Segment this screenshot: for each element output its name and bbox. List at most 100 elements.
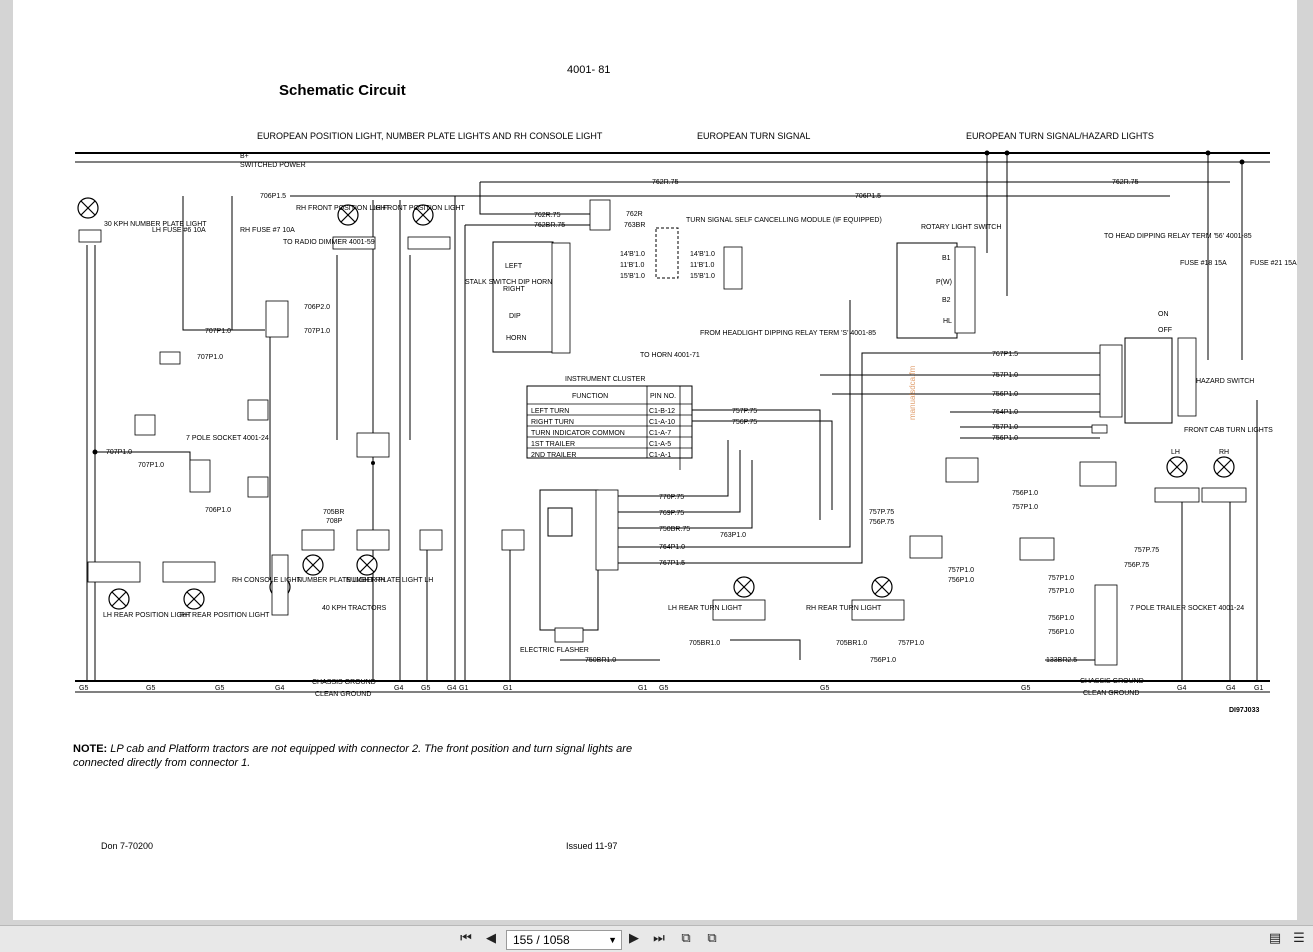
wire-label-756p-kl: 756P1.0 xyxy=(1012,490,1038,497)
single-page-view-icon[interactable]: ▤ xyxy=(1268,931,1282,946)
label-switch-horn: HORN xyxy=(506,335,527,342)
label-rh-rear-turn: RH REAR TURN LIGHT xyxy=(806,605,882,612)
copy-page-icon[interactable]: ⧉ xyxy=(681,931,691,946)
clean-ground-label: CLEAN GROUND xyxy=(315,691,371,698)
label-30kph: 30 KPH NUMBER PLATE LIGHT xyxy=(104,221,207,228)
lamp-lh-front-position xyxy=(412,204,434,226)
wire-label-764p: 764P1.0 xyxy=(659,544,685,551)
lamp-front-cab-rh xyxy=(1213,456,1235,478)
wire-label-757p-front: 757P1.0 xyxy=(992,424,1018,431)
connector-console xyxy=(271,554,289,616)
wire-label-757p-kl: 757P1.0 xyxy=(1012,504,1038,511)
ground-g1-d: G1 xyxy=(1254,685,1263,692)
wire-764p xyxy=(617,300,851,548)
connector-12-32 xyxy=(501,529,525,551)
connector-trailer-socket xyxy=(1094,584,1118,666)
lamp-lh-rear-turn xyxy=(733,576,755,598)
connector-lh-rear-turn xyxy=(712,599,766,621)
watermark: manualsdca.fm xyxy=(908,365,917,420)
ground-g4-e: G4 xyxy=(1226,685,1235,692)
table-row-1st-trailer-pin: C1-A-5 xyxy=(649,441,671,448)
connector-jh xyxy=(945,457,979,483)
paste-page-icon[interactable]: ⧉ xyxy=(707,931,717,946)
connector-c2 xyxy=(419,529,443,551)
label-lh-front-position: LH FRONT POSITION LIGHT xyxy=(372,205,466,212)
switched-power-label: SWITCHED POWER xyxy=(240,162,306,169)
connector-rotary xyxy=(954,246,976,334)
first-page-icon[interactable]: ⏮ xyxy=(460,931,472,946)
label-7pole-socket: 7 POLE SOCKET 4001-24 xyxy=(186,435,269,442)
wire-label-133br: 133BR2.5 xyxy=(1046,657,1077,664)
label-lh-rear-turn: LH REAR TURN LIGHT xyxy=(668,605,743,612)
label-rh-front-position: RH FRONT POSITION LIGHT xyxy=(296,205,391,212)
label-stalk-switch: STALK SWITCH DIP HORN xyxy=(465,279,552,286)
flasher-triangle-box xyxy=(547,507,573,537)
label-fuse-18: FUSE #18 15A xyxy=(1180,260,1227,267)
connector-lh-front xyxy=(407,236,451,250)
connector-c26 xyxy=(247,399,269,421)
table-row-right-turn: RIGHT TURN xyxy=(531,419,574,426)
connector-front-lh xyxy=(1154,487,1200,503)
wire-label-756p-hazard: 756P1.0 xyxy=(992,391,1018,398)
footer-issued: Issued 11-97 xyxy=(566,841,618,851)
continuous-view-icon[interactable]: ☰ xyxy=(1293,931,1305,946)
connector-d52 xyxy=(134,414,156,436)
page-selector[interactable]: 155 / 1058 ▼ xyxy=(506,930,622,950)
wire-770p xyxy=(617,440,729,497)
instrument-cluster-box xyxy=(526,385,693,459)
label-number-plate-lh: NUMBER PLATE LIGHT LH xyxy=(346,577,433,584)
wire-769p xyxy=(617,450,741,513)
wire-label-757p: 757P.75 xyxy=(732,408,757,415)
label-from-headlight: FROM HEADLIGHT DIPPING RELAY TERM 'S' 40… xyxy=(700,330,876,337)
wire-label-757p-rh-rear: 757P1.0 xyxy=(898,640,924,647)
wire-label-764p-hazard: 764P1.0 xyxy=(992,409,1018,416)
table-header-function: FUNCTION xyxy=(572,393,608,400)
next-page-icon[interactable]: ▶ xyxy=(629,931,639,946)
note-text: LP cab and Platform tractors are not equ… xyxy=(73,743,633,769)
label-switch-right: RIGHT xyxy=(503,286,526,293)
wire-label-763p: 763P1.0 xyxy=(720,532,746,539)
wire-767p xyxy=(617,352,1100,564)
last-page-icon[interactable]: ⏭ xyxy=(653,931,665,946)
table-row-2nd-trailer: 2ND TRAILER xyxy=(531,452,576,459)
label-switch-pw: P(W) xyxy=(936,279,952,286)
connector-front-rh xyxy=(1201,487,1247,503)
table-row-2nd-trailer-pin: C1-A-1 xyxy=(649,452,671,459)
wire-label-757p-trailer-a: 757P1.0 xyxy=(1048,575,1074,582)
connector-ml xyxy=(909,535,943,559)
label-rh-rear-position: RH REAR POSITION LIGHT xyxy=(180,612,270,619)
lamp-lh-rear-position xyxy=(108,588,130,610)
ground-g1-b: G1 xyxy=(503,685,512,692)
label-front-cab-turn: FRONT CAB TURN LIGHTS xyxy=(1184,427,1273,434)
label-trailer-socket: 7 POLE TRAILER SOCKET 4001-24 xyxy=(1130,605,1244,612)
label-rh-fuse: RH FUSE #7 10A xyxy=(240,227,295,234)
connector-p-r xyxy=(265,300,289,338)
ground-g5-f: G5 xyxy=(820,685,829,692)
turn-module-box xyxy=(655,227,679,279)
connector-31-61 xyxy=(554,627,584,643)
connector-turn-module xyxy=(723,246,743,290)
wire-label-769p: 769P.75 xyxy=(659,510,684,517)
wire-label-706p2: 706P2.0 xyxy=(304,304,330,311)
wire-label-757p-trailer-b: 757P1.0 xyxy=(1048,588,1074,595)
connector-rh-rear xyxy=(162,561,216,583)
wire-label-706p: 706P1.5 xyxy=(260,193,286,200)
wire-label-705br: 705BR xyxy=(323,509,344,516)
label-switch-b2: B2 xyxy=(942,297,951,304)
wire-label-757p-front-cab: 757P.75 xyxy=(1134,547,1159,554)
label-rotary-switch: ROTARY LIGHT SWITCH xyxy=(921,224,1001,231)
wire-label-11b-right: 11'B'1.0 xyxy=(690,262,714,269)
lamp-rh-rear-position xyxy=(183,588,205,610)
previous-page-icon[interactable]: ◀ xyxy=(486,931,496,946)
page-title: Schematic Circuit xyxy=(279,82,406,99)
label-rh-console: RH CONSOLE LIGHT xyxy=(232,577,302,584)
schematic-diagram: INSTRUMENT CLUSTER FUNCTION PIN NO. LEFT… xyxy=(75,150,1297,698)
ground-g5-b: G5 xyxy=(146,685,155,692)
connector-lh-rear xyxy=(87,561,141,583)
wire-750br xyxy=(617,460,753,529)
wire-label-762r: 762R.75 xyxy=(652,179,679,186)
wire-label-756p-front-cab: 756P.75 xyxy=(1124,562,1149,569)
table-row-common: TURN INDICATOR COMMON xyxy=(531,430,625,437)
ground-g5-g: G5 xyxy=(1021,685,1030,692)
chevron-down-icon: ▼ xyxy=(608,935,617,945)
